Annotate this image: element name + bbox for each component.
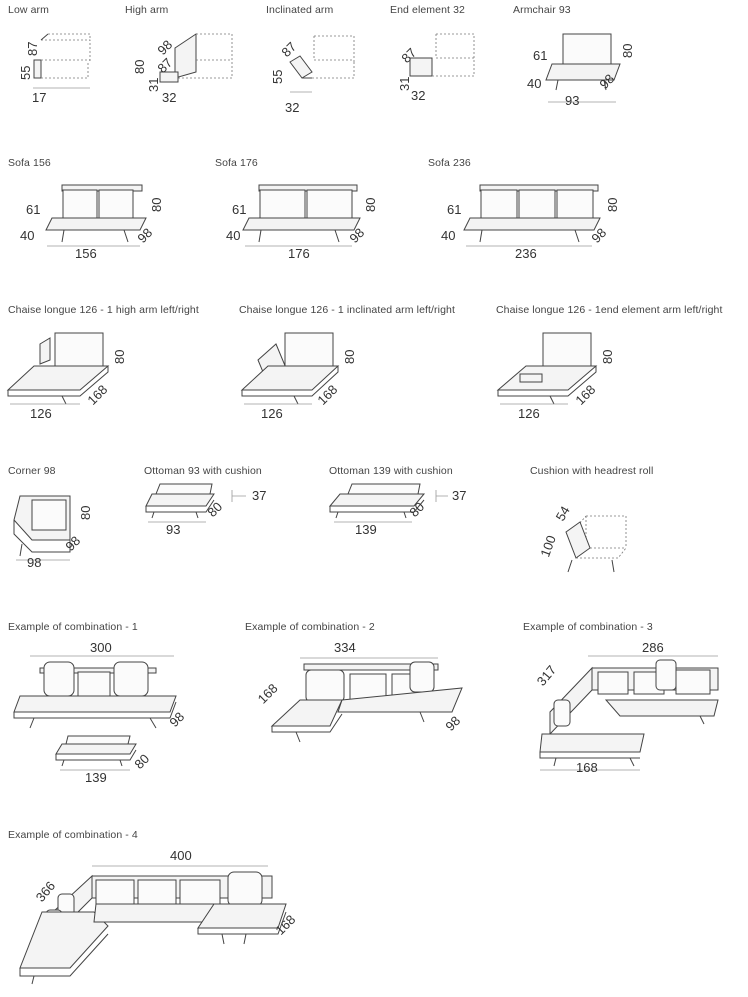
sofa-156-drawing: 61 40 80 98 156 <box>20 184 164 261</box>
high-arm-dim-31: 31 <box>146 78 161 92</box>
title-armchair-93: Armchair 93 <box>513 4 571 16</box>
low-arm-dim-87: 87 <box>25 42 40 56</box>
armchair-dim-40: 40 <box>527 76 541 91</box>
title-chaise-end: Chaise longue 126 - 1end element arm lef… <box>496 304 723 316</box>
inclinated-arm-drawing: 55 87 32 <box>270 35 355 115</box>
combo-3-drawing: 286 317 168 <box>534 640 719 775</box>
armchair-dim-93: 93 <box>565 93 579 108</box>
combo-2-dim-168: 168 <box>255 681 281 707</box>
combo-4-dim-400: 400 <box>170 848 192 863</box>
sofa-176-dim-176: 176 <box>288 246 310 261</box>
sofa-236-dim-40: 40 <box>441 228 455 243</box>
combo-1-dim-300: 300 <box>90 640 112 655</box>
combo-4-drawing: 400 366 168 <box>19 848 298 985</box>
title-sofa-176: Sofa 176 <box>215 157 258 169</box>
combo-3-dim-168: 168 <box>576 760 598 775</box>
title-sofa-236: Sofa 236 <box>428 157 471 169</box>
high-arm-dim-98: 98 <box>154 37 175 58</box>
combo-2-drawing: 334 168 98 <box>255 640 463 743</box>
sofa-156-dim-156: 156 <box>75 246 97 261</box>
sofa-156-dim-40: 40 <box>20 228 34 243</box>
title-combo-4: Example of combination - 4 <box>8 829 138 841</box>
chaise-high-dim-126: 126 <box>30 406 52 421</box>
sofa-236-dim-236: 236 <box>515 246 537 261</box>
chaise-end-drawing: 80 168 126 <box>496 332 615 421</box>
cushion-roll-drawing: 54 100 <box>537 504 627 573</box>
combo-1-dim-139: 139 <box>85 770 107 785</box>
sofa-156-dim-80: 80 <box>149 198 164 212</box>
combo-4-dim-366: 366 <box>33 878 58 904</box>
corner-drawing: 80 98 98 <box>13 495 93 570</box>
sofa-236-drawing: 61 40 80 98 236 <box>441 184 620 261</box>
chaise-end-dim-168: 168 <box>572 382 598 408</box>
title-end-element-32: End element 32 <box>390 4 465 16</box>
title-combo-2: Example of combination - 2 <box>245 621 375 633</box>
end-element-dim-31: 31 <box>397 77 412 91</box>
title-inclinated-arm: Inclinated arm <box>266 4 334 16</box>
chaise-high-dim-168: 168 <box>84 382 110 408</box>
ottoman-139-drawing: 37 80 139 <box>328 483 466 537</box>
chaise-end-dim-126: 126 <box>518 406 540 421</box>
sofa-176-dim-40: 40 <box>226 228 240 243</box>
cushion-roll-dim-100: 100 <box>537 533 559 559</box>
combo-1-dim-80: 80 <box>131 751 152 772</box>
combo-2-dim-98: 98 <box>442 713 463 734</box>
corner-dim-80: 80 <box>78 506 93 520</box>
sofa-176-dim-61: 61 <box>232 202 246 217</box>
armchair-dim-61: 61 <box>533 48 547 63</box>
chaise-inclinated-drawing: 80 168 126 <box>240 332 357 421</box>
title-cushion-roll: Cushion with headrest roll <box>530 465 654 477</box>
low-arm-dim-17: 17 <box>32 90 46 105</box>
chaise-inclinated-dim-80: 80 <box>342 350 357 364</box>
end-element-drawing: 87 31 32 <box>397 33 475 103</box>
sofa-176-drawing: 61 40 80 98 176 <box>226 184 378 261</box>
ottoman-139-dim-37: 37 <box>452 488 466 503</box>
chaise-inclinated-dim-168: 168 <box>314 382 340 408</box>
armchair-drawing: 61 40 80 98 93 <box>527 33 635 108</box>
combo-3-dim-286: 286 <box>642 640 664 655</box>
combo-1-drawing: 300 98 80 139 <box>13 640 187 785</box>
inclinated-arm-dim-55: 55 <box>270 70 285 84</box>
inclinated-arm-dim-87: 87 <box>278 39 299 60</box>
end-element-dim-32: 32 <box>411 88 425 103</box>
low-arm-dim-55: 55 <box>18 66 33 80</box>
chaise-inclinated-dim-126: 126 <box>261 406 283 421</box>
sofa-156-dim-61: 61 <box>26 202 40 217</box>
title-corner-98: Corner 98 <box>8 465 56 477</box>
corner-dim-98b: 98 <box>27 555 41 570</box>
title-sofa-156: Sofa 156 <box>8 157 51 169</box>
title-combo-1: Example of combination - 1 <box>8 621 138 633</box>
ottoman-93-drawing: 37 80 93 <box>145 483 266 537</box>
ottoman-93-dim-37: 37 <box>252 488 266 503</box>
combo-3-dim-317: 317 <box>534 662 559 688</box>
combo-2-dim-334: 334 <box>334 640 356 655</box>
cushion-roll-dim-54: 54 <box>553 504 573 524</box>
high-arm-drawing: 80 98 87 31 32 <box>132 33 233 105</box>
inclinated-arm-dim-32: 32 <box>285 100 299 115</box>
ottoman-139-dim-139: 139 <box>355 522 377 537</box>
high-arm-dim-32: 32 <box>162 90 176 105</box>
title-low-arm: Low arm <box>8 4 49 16</box>
title-ottoman-93: Ottoman 93 with cushion <box>144 465 262 477</box>
sofa-236-dim-61: 61 <box>447 202 461 217</box>
title-high-arm: High arm <box>125 4 169 16</box>
ottoman-93-dim-93: 93 <box>166 522 180 537</box>
title-ottoman-139: Ottoman 139 with cushion <box>329 465 453 477</box>
low-arm-drawing: 55 87 17 <box>18 33 91 105</box>
chaise-high-drawing: 80 168 126 <box>6 332 127 421</box>
title-chaise-high: Chaise longue 126 - 1 high arm left/righ… <box>8 304 199 316</box>
sofa-176-dim-80: 80 <box>363 198 378 212</box>
sofa-236-dim-80: 80 <box>605 198 620 212</box>
title-chaise-inclinated: Chaise longue 126 - 1 inclinated arm lef… <box>239 304 455 316</box>
title-combo-3: Example of combination - 3 <box>523 621 653 633</box>
chaise-high-dim-80: 80 <box>112 350 127 364</box>
armchair-dim-80: 80 <box>620 44 635 58</box>
chaise-end-dim-80: 80 <box>600 350 615 364</box>
high-arm-dim-80: 80 <box>132 60 147 74</box>
